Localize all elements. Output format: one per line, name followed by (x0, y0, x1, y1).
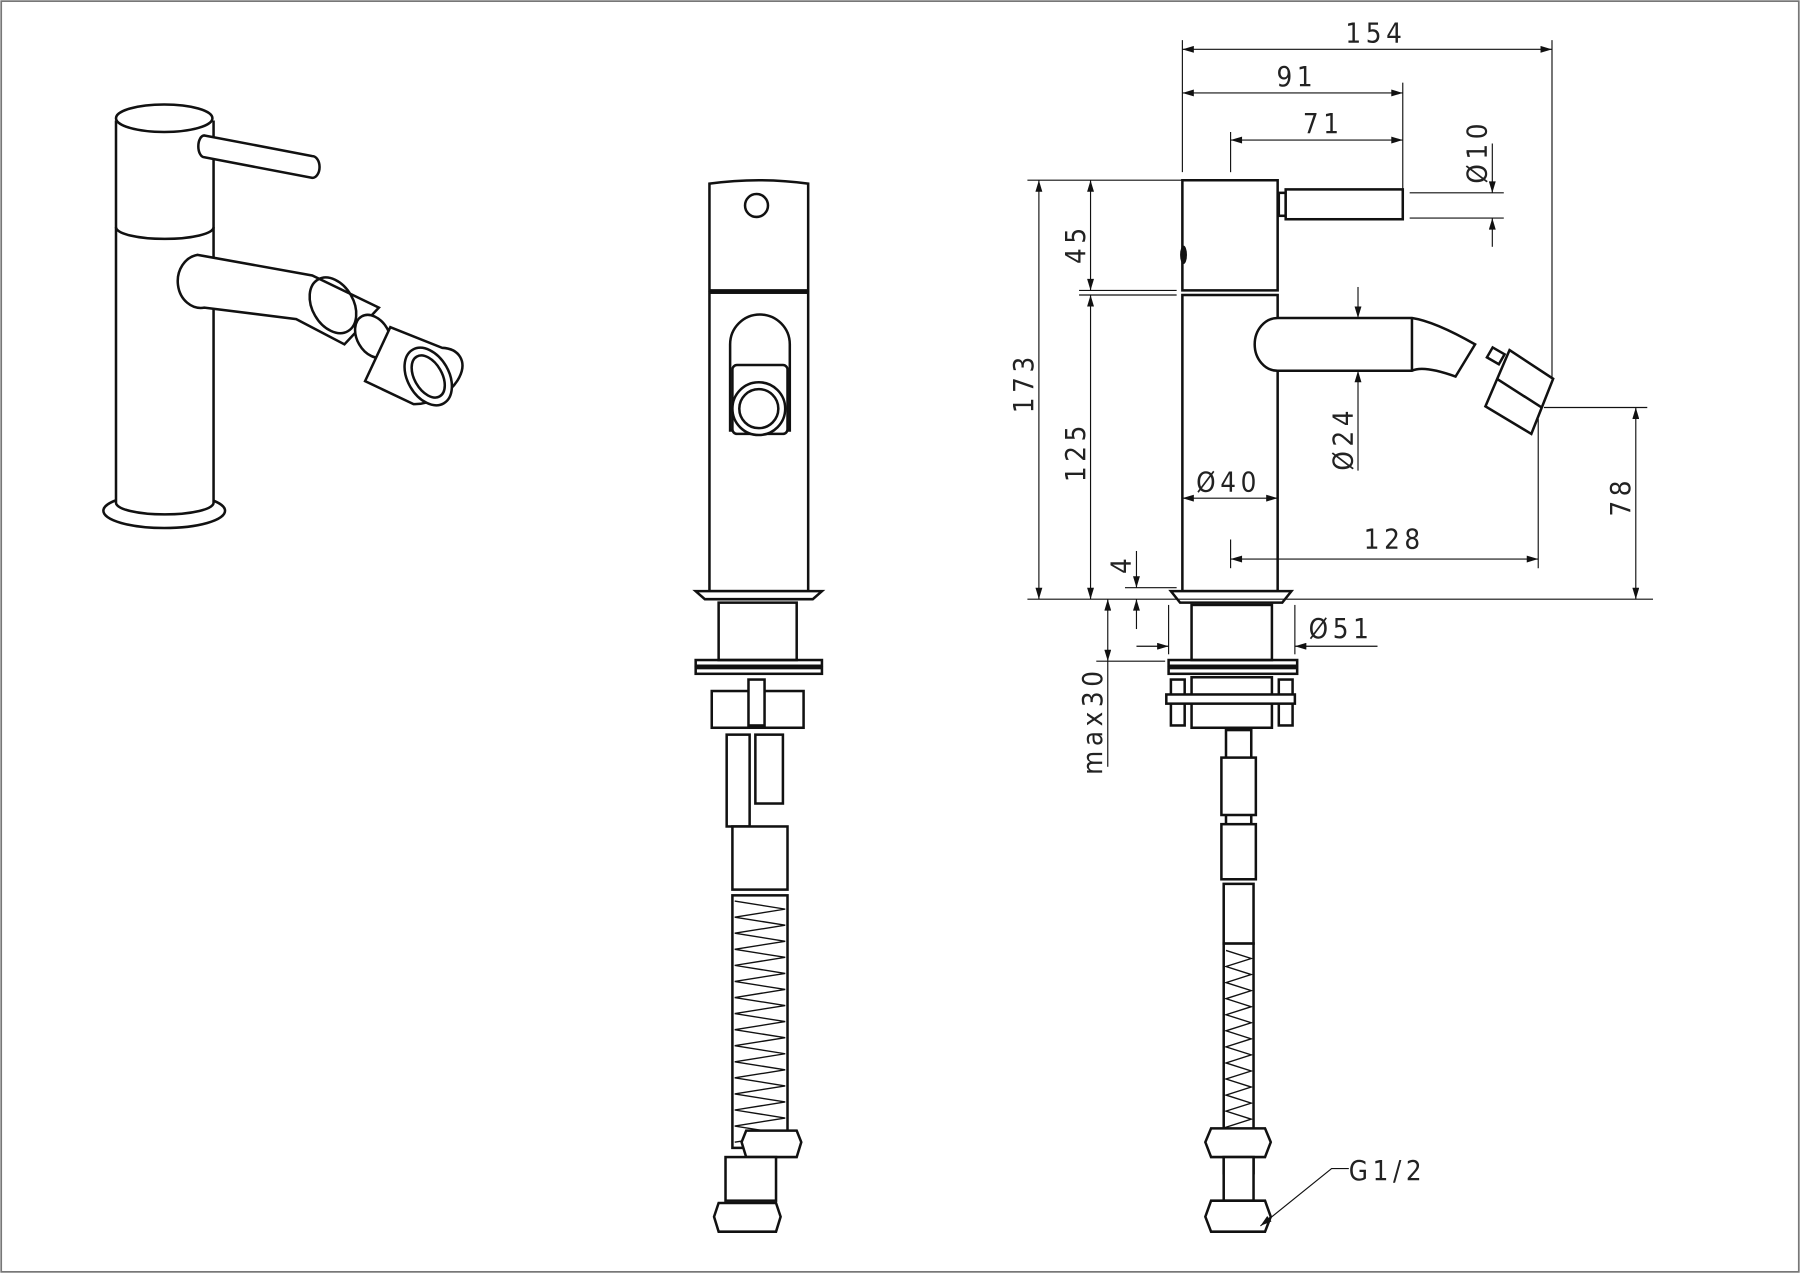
dim-max30: max30 (1077, 666, 1109, 774)
dim-173: 173 (1008, 352, 1040, 413)
dim-91: 91 (1277, 61, 1318, 93)
dim-diameter-24: Ø24 (1327, 406, 1359, 471)
dimension-lines (1027, 40, 1654, 1227)
connection-label: G1/2 (1349, 1155, 1426, 1187)
dim-diameter-40: Ø40 (1196, 466, 1261, 498)
perspective-view (102, 103, 464, 530)
front-view (692, 178, 826, 1233)
dim-125: 125 (1060, 421, 1092, 482)
dim-78: 78 (1605, 476, 1637, 517)
hose-spring (1223, 949, 1254, 1152)
hose-spring (734, 900, 786, 1143)
dim-diameter-51: Ø51 (1309, 613, 1374, 645)
dim-128: 128 (1364, 524, 1425, 556)
dimension-labels: 154 91 71 Ø10 173 45 125 4 max30 Ø40 Ø24… (1008, 17, 1637, 1187)
hole-icon (743, 192, 770, 219)
dim-71: 71 (1303, 108, 1344, 140)
dim-diameter-10: Ø10 (1462, 119, 1494, 184)
dim-45: 45 (1060, 223, 1092, 264)
side-view (1165, 178, 1555, 1233)
dim-4: 4 (1106, 554, 1138, 574)
dim-154: 154 (1345, 17, 1406, 49)
